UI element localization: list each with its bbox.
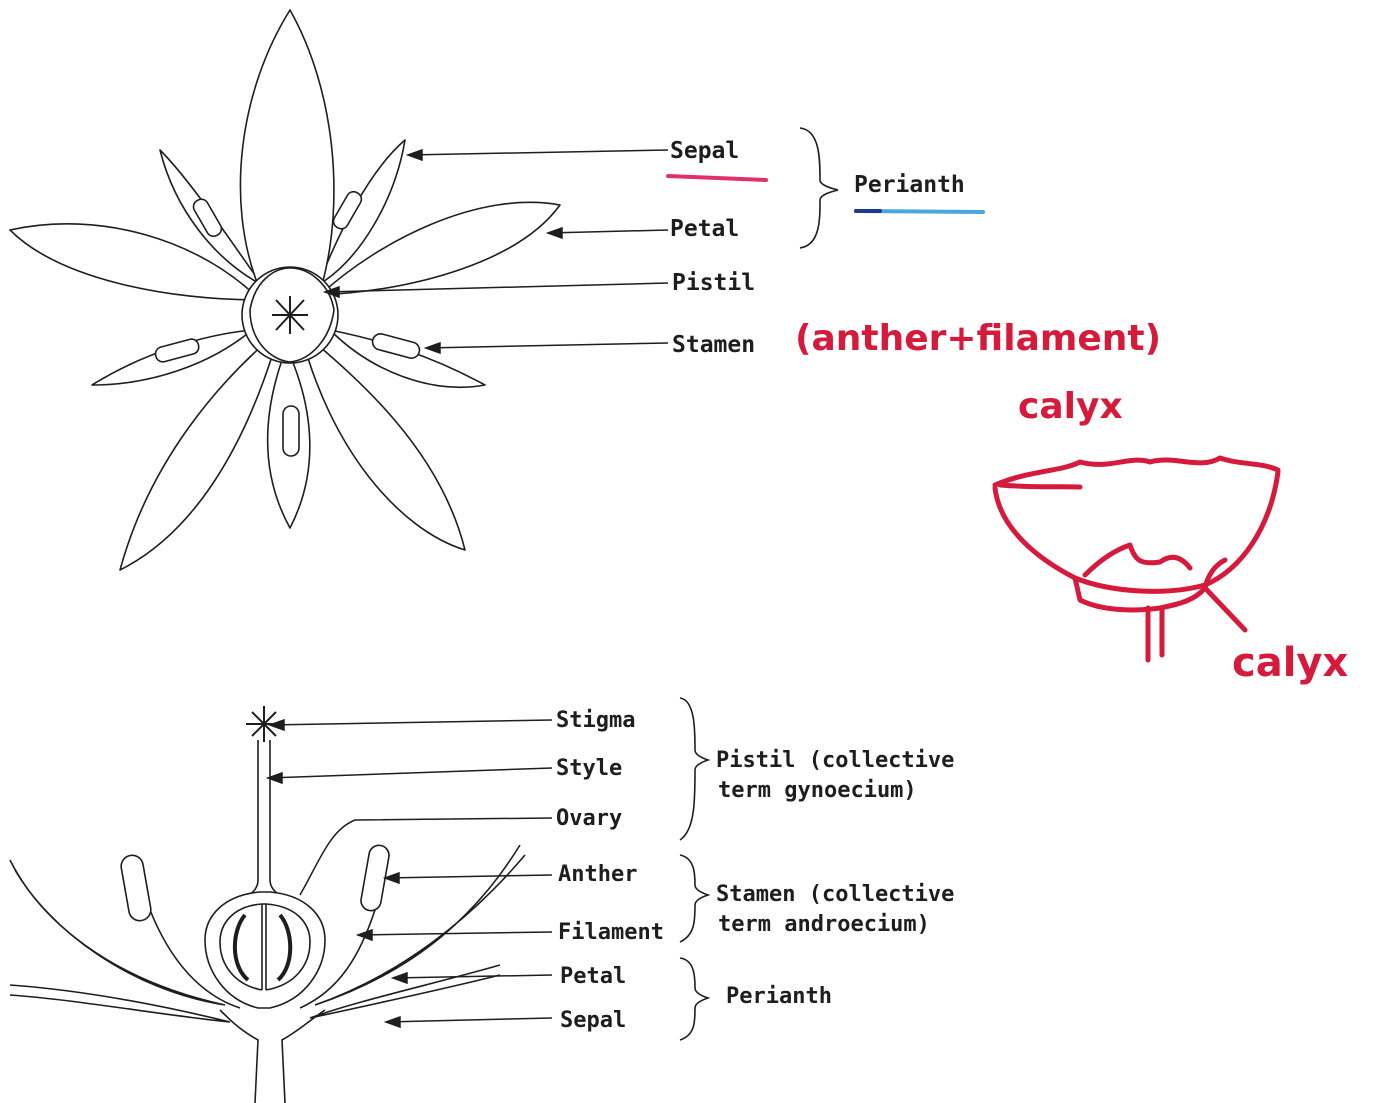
annotation-anther-filament: (anther+filament) [795, 318, 1161, 359]
group-pistil-line2: term gynoecium) [718, 778, 917, 803]
label-anther: Anther [558, 862, 637, 887]
label-filament: Filament [558, 920, 664, 945]
label-style: Style [556, 756, 622, 781]
group-perianth-bottom: Perianth [726, 984, 832, 1009]
bottom-flower-drawing [10, 706, 525, 1103]
label-sepal-top: Sepal [670, 138, 739, 164]
label-stigma: Stigma [556, 708, 635, 733]
label-pistil-top: Pistil [672, 270, 755, 296]
label-ovary: Ovary [556, 806, 622, 831]
bottom-braces [680, 698, 708, 1040]
label-perianth-top: Perianth [854, 172, 965, 198]
stamen-anther-bottom [283, 406, 299, 456]
pistil-stigma [272, 296, 308, 334]
section-petal-left [10, 860, 225, 1005]
section-sepal-left [10, 985, 230, 1022]
section-petal-right [315, 845, 525, 1005]
section-style [225, 740, 305, 905]
group-stamen-line2: term androecium) [718, 912, 930, 937]
label-petal-bottom: Petal [560, 964, 626, 989]
annotation-calyx-label: calyx [1232, 640, 1348, 686]
group-pistil-line1: Pistil (collective [716, 748, 954, 773]
label-stamen-top: Stamen [672, 332, 755, 358]
group-stamen-line1: Stamen (collective [716, 882, 954, 907]
perianth-brace-top [800, 128, 838, 248]
calyx-sketch [995, 458, 1278, 660]
section-anther-left [119, 854, 152, 923]
label-sepal-bottom: Sepal [560, 1008, 626, 1033]
sepal-top [240, 10, 334, 285]
top-flower-drawing [10, 10, 560, 570]
sepal-underline [668, 176, 766, 180]
annotation-calyx-heading: calyx [1018, 386, 1123, 427]
section-ovary [205, 892, 325, 1008]
label-petal-top: Petal [670, 216, 739, 242]
